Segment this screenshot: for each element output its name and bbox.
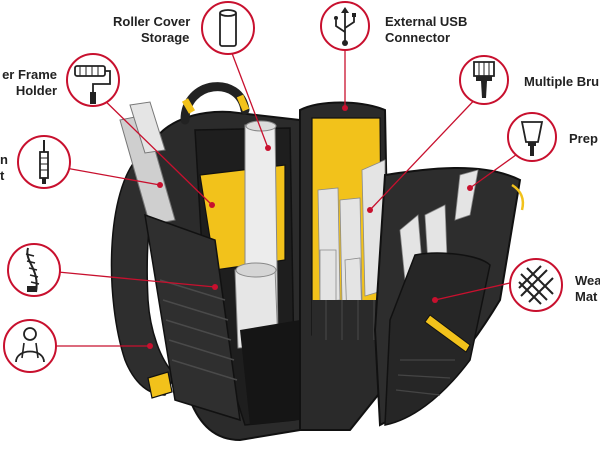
- leader-lines: [52, 47, 521, 347]
- roller-cover-icon: [201, 1, 255, 55]
- paint-roller-icon: [66, 53, 120, 107]
- screwdriver-icon: [17, 135, 71, 189]
- woven-material-icon: [509, 258, 563, 312]
- label-wear-material: Wea Mat: [575, 273, 600, 304]
- label-roller-cover-storage: Roller Cover Storage: [113, 14, 191, 45]
- label-left-item: n t: [0, 152, 8, 183]
- putty-knife-icon: [507, 112, 557, 162]
- zipper-icon: [7, 243, 61, 297]
- paint-brush-icon: [459, 55, 509, 105]
- backpack-illustration: [110, 82, 525, 442]
- label-prep: Prep: [569, 131, 598, 146]
- backpack-wearer-icon: [3, 319, 57, 373]
- label-roller-frame-holder: er Frame Holder: [2, 67, 57, 98]
- label-multiple-brush: Multiple Bru: [524, 74, 600, 89]
- label-external-usb-connector: External USB Connector: [385, 14, 468, 45]
- usb-icon: [320, 1, 370, 51]
